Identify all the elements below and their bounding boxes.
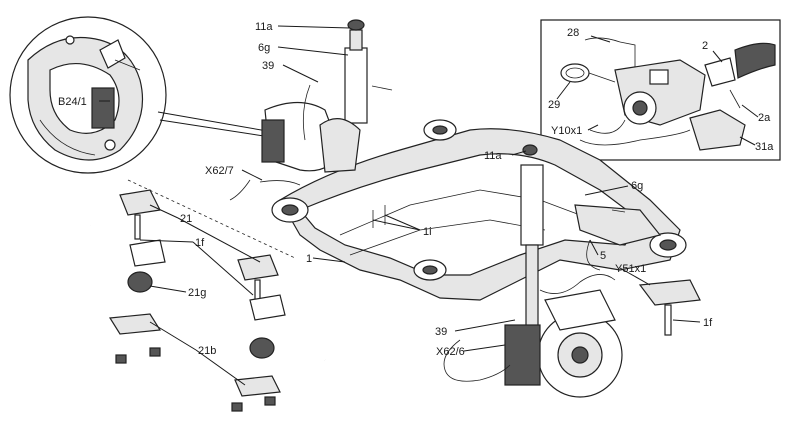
sway-bar-assembly [86,179,326,412]
label-x62-7: X62/7 [205,165,234,177]
label-11a-top: 11a [255,21,273,33]
label-1: 1 [306,253,312,265]
label-28: 28 [567,27,579,39]
subframe [271,119,687,301]
label-29: 29 [548,99,560,111]
label-b24-1: B24/1 [58,96,87,108]
label-1f-left: 1f [195,237,205,249]
label-6g-top: 6g [258,42,270,54]
left-knuckle-strut [229,19,393,201]
label-21b: 21b [198,345,216,357]
label-2a: 2a [758,112,771,124]
part-labels: 11a 6g 39 B24/1 X62/7 21 1f 1 1i 21g 21b… [58,21,774,358]
label-11a-mid: 11a [484,150,502,162]
label-5: 5 [600,250,606,262]
label-6g-mid: 6g [631,180,643,192]
leader-lines [99,25,759,386]
label-y51x1: Y51x1 [615,263,646,275]
label-39-bottom: 39 [435,326,447,338]
label-21g: 21g [188,287,206,299]
right-strut-hub [443,144,701,398]
label-x62-6: X62/6 [436,346,465,358]
detail-circle-sensor [9,16,167,174]
label-31a: 31a [755,141,774,153]
label-1f-right: 1f [703,317,713,329]
detail-box-valve [540,19,781,161]
label-21: 21 [180,213,192,225]
label-y10x1: Y10x1 [551,125,582,137]
label-39-top: 39 [262,60,274,72]
label-1i: 1i [423,226,432,238]
label-2: 2 [702,40,708,52]
